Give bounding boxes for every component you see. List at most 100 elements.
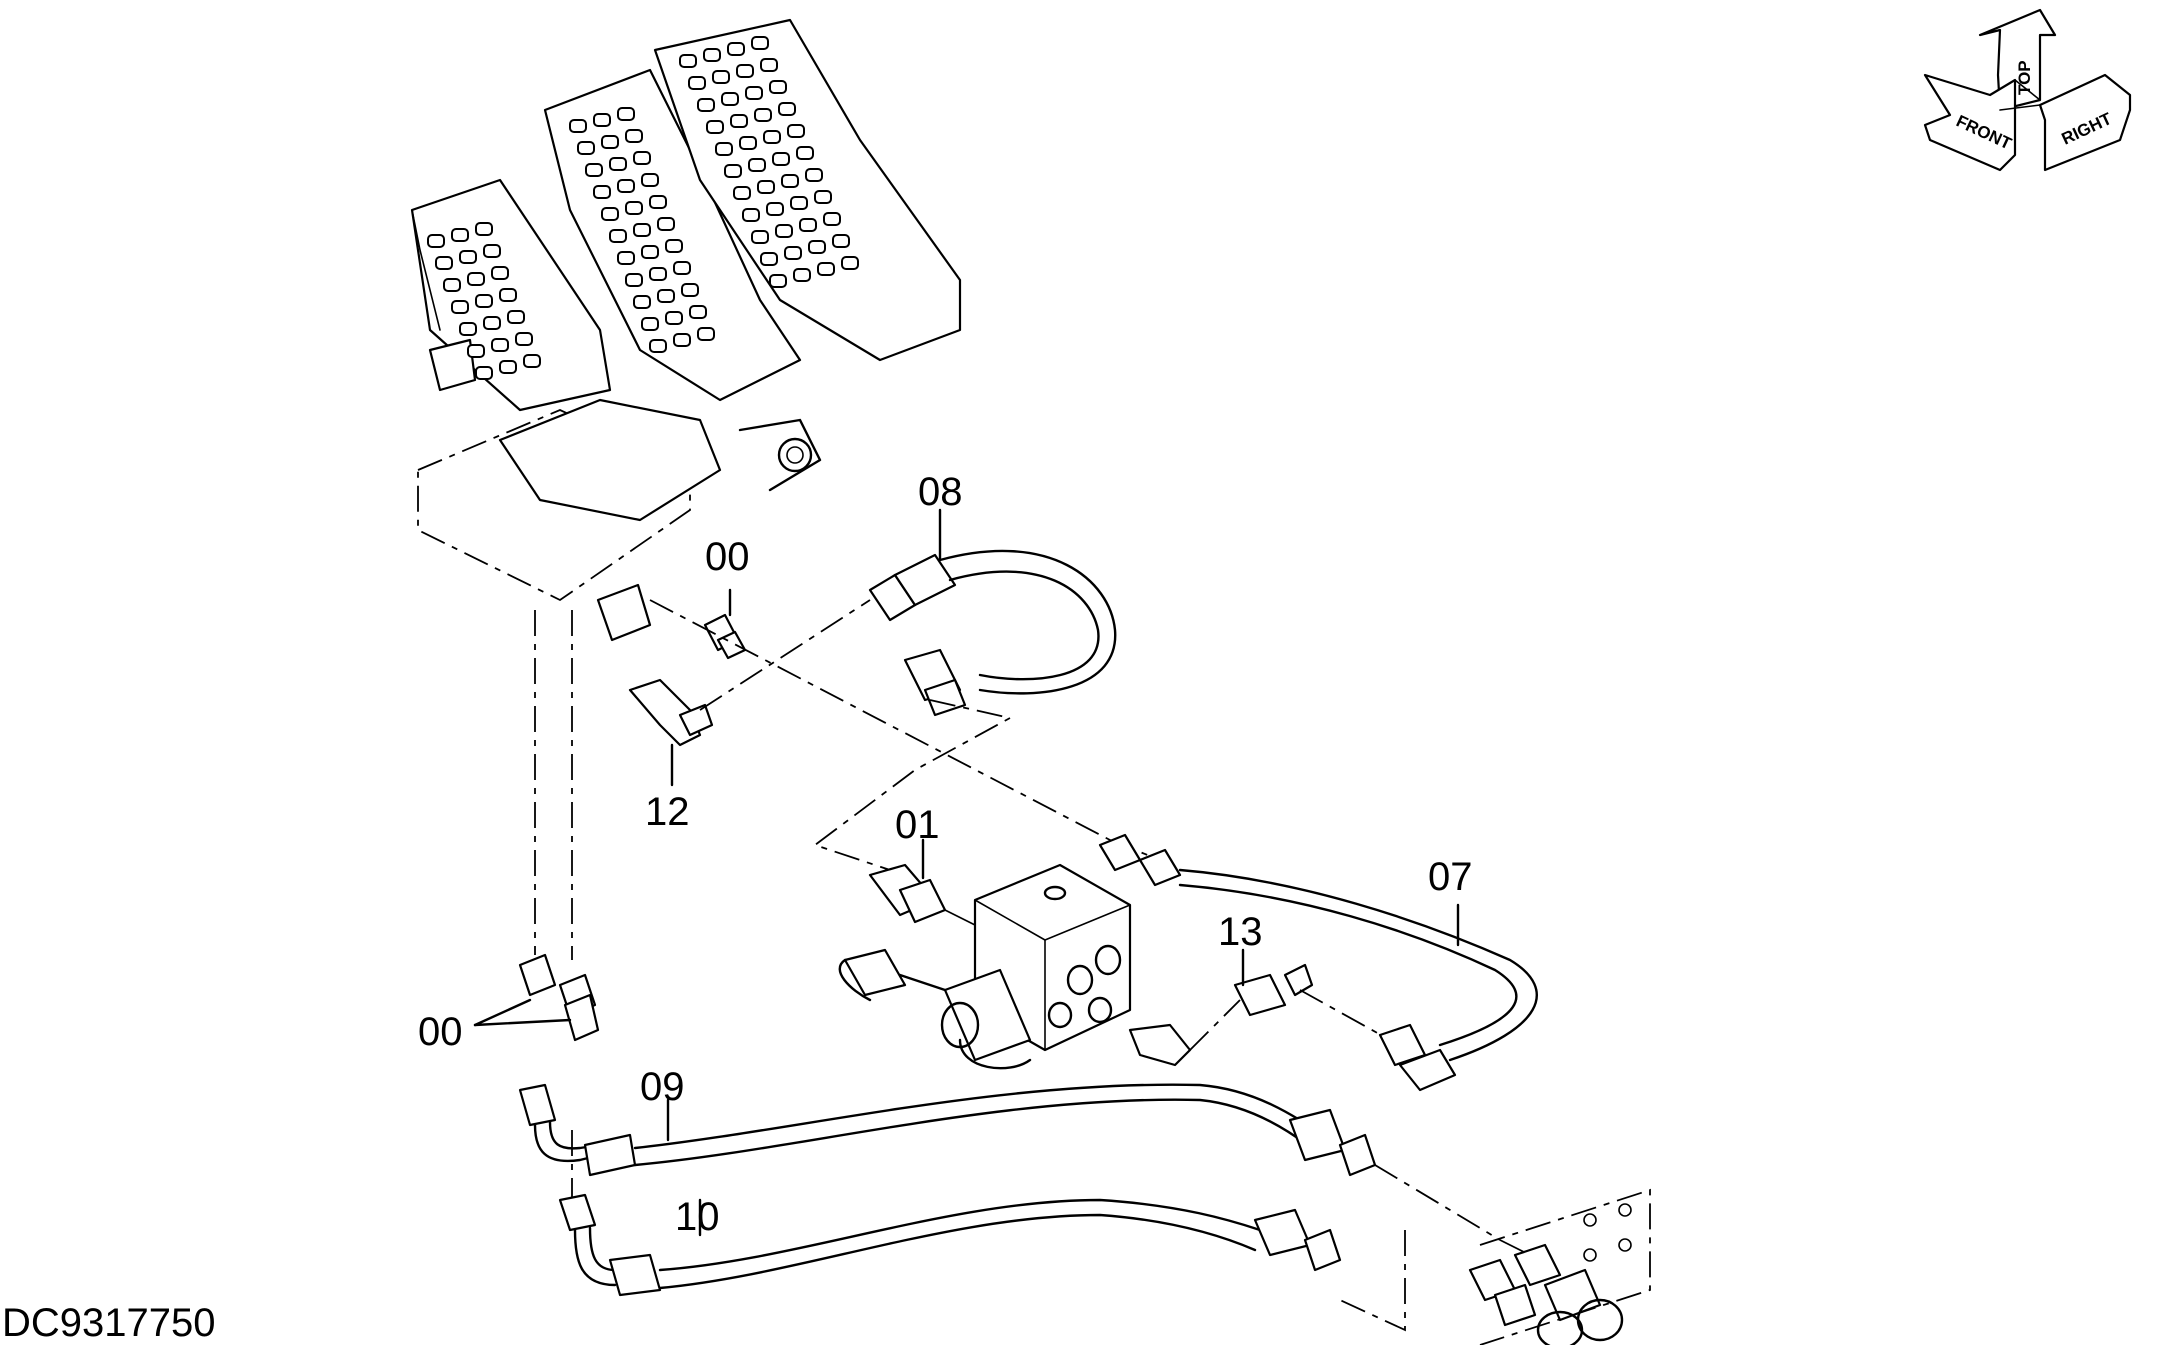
pedal-tread-pad [483,316,501,330]
pedal-tread-pad [601,207,619,221]
pedal-tread-pad [751,36,769,50]
pedal-tread-pad [697,98,715,112]
pedal-tread-pad [593,113,611,127]
pedal-tread-pad [681,283,699,297]
pedal-tread-pad [601,135,619,149]
hose-09 [518,1083,1377,1177]
hose-07 [1098,833,1538,1092]
pedal-tread-pad [679,54,697,68]
pedal-tread-pad [805,168,823,182]
pedal-tread-pad [569,119,587,133]
pedal-tread-pad [577,141,595,155]
pedal-tread-pad [657,289,675,303]
pedal-tread-pad [745,86,763,100]
pedal-tread-pad [633,151,651,165]
pedal-tread-pad [832,234,850,248]
callout-13: 13 [1218,910,1263,954]
pedal-tread-pad [733,186,751,200]
pedal-tread-pad [649,339,667,353]
pedal-tread-pad [787,124,805,138]
pedal-tread-pad [609,229,627,243]
pedal-tread-pad [593,185,611,199]
hose-10 [558,1193,1342,1297]
orientation-cube-icon: TOP FRONT RIGHT [1923,8,2132,172]
pedal-tread-pad [760,252,778,266]
pedal-tread-pad [459,322,477,336]
pedal-tread-pad [641,317,659,331]
pedal-tread-pad [617,251,635,265]
hose-08 [868,549,1117,717]
pedal-tread-pad [443,278,461,292]
pedal-tread-pad [435,256,453,270]
pedal-tread-pad [751,230,769,244]
pedal-tread-pad [814,190,832,204]
pedal-tread-pad [625,273,643,287]
pedal-tread-pad [817,262,835,276]
pedal-tread-pad [808,240,826,254]
pedal-tread-pad [499,288,517,302]
pedal-tread-pad [754,108,772,122]
pedal-tread-pad [617,107,635,121]
pedal-tread-pad [730,114,748,128]
fittings-00-lower [518,953,600,1042]
pedal-tread-pad [515,332,533,346]
elbow-12 [628,678,714,747]
orient-top-label: TOP [2015,60,2034,95]
pedal-tread-pad [703,48,721,62]
pedal-tread-pad [673,333,691,347]
pedal-tread-pad [649,267,667,281]
pedal-tread-pad [763,130,781,144]
pedal-tread-pad [673,261,691,275]
pedal-tread-pad [609,157,627,171]
pedal-tread-pad [775,224,793,238]
pedal-tread-pad [766,202,784,216]
pedal-tread-pad [507,310,525,324]
mounting-bracket [1468,1188,1651,1345]
pedal-tread-pad [523,354,541,368]
pedal-tread-pad [739,136,757,150]
callout-08: 08 [918,470,963,514]
callout-01: 01 [895,803,940,847]
pedal-tread-pad [451,300,469,314]
pedal-tread-pad [475,366,493,380]
callout-07: 07 [1428,855,1473,899]
pedal-tread-pad [712,70,730,84]
pedal-tread-pad [748,158,766,172]
pedal-tread-pad [491,338,509,352]
pedal-tread-pad [475,222,493,236]
pedal-tread-pad [491,266,509,280]
pedal-tread-pad [772,152,790,166]
pedal-tread-pad [793,268,811,282]
pedal-tread-pad [483,244,501,258]
pedal-tread-pad [769,80,787,94]
pedal-tread-pad [459,250,477,264]
pedal-tread-pad [790,196,808,210]
pedal-tread-pad [641,173,659,187]
callout-12: 12 [645,790,690,834]
pedal-tread-pad [665,311,683,325]
pedal-tread-pad [796,146,814,160]
pedal-tread-pad [688,76,706,90]
pedal-tread-pad [781,174,799,188]
pedal-tread-pad [625,201,643,215]
pedal-tread-pad [689,305,707,319]
pedal-tread-pad [799,218,817,232]
callout-00-lower: 00 [418,1010,463,1054]
pedal-tread-pad [721,92,739,106]
pedal-tread-pad [499,360,517,374]
tee-13 [1233,963,1314,1017]
pedal-tread-pad [823,212,841,226]
fitting-00-upper [703,613,747,660]
pedal-tread-pad [727,42,745,56]
pedal-tread-pad [617,179,635,193]
pedal-tread-pad [665,239,683,253]
pedal-tread-pad [724,164,742,178]
pedal-tread-pad [742,208,760,222]
switch-01 [868,863,947,924]
pedal-tread-pad [427,234,445,248]
pedal-tread-pad [585,163,603,177]
callout-00-upper: 00 [705,535,750,579]
pedal-tread-pad [451,228,469,242]
pedal-tread-pad [625,129,643,143]
